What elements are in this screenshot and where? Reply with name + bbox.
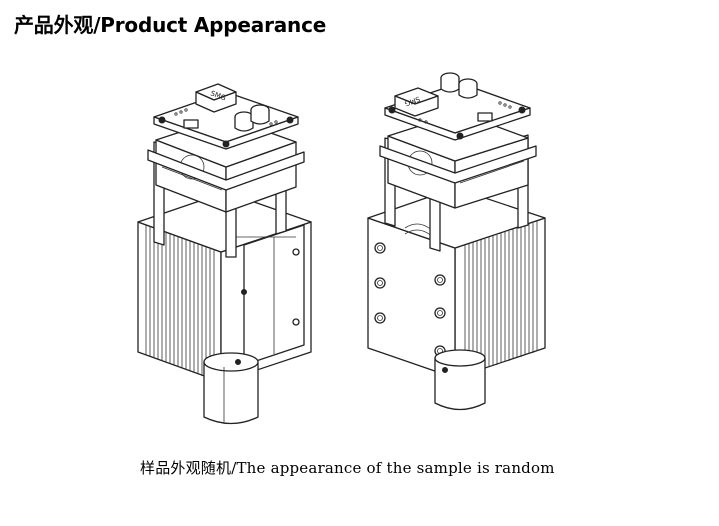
laser-module-drawing-left: SMG: [126, 62, 336, 442]
laser-module-left-svg: SMG: [137, 83, 312, 425]
lens-barrel-right: [434, 349, 486, 411]
laser-module-drawing-right: SMG: [360, 58, 570, 438]
lens-barrel-left: [203, 352, 259, 425]
page-title: 产品外观/Product Appearance: [14, 13, 327, 37]
laser-module-right-svg: SMG: [367, 72, 546, 411]
clamp-band-left: [147, 149, 305, 191]
heatsink-left: [137, 191, 312, 383]
clamp-band-right: [379, 145, 537, 184]
pcb-left: SMG: [153, 83, 299, 150]
figure-caption: 样品外观随机/The appearance of the sample is r…: [140, 459, 555, 477]
pcb-right: SMG: [384, 72, 531, 141]
heatsink-right: [367, 187, 546, 379]
